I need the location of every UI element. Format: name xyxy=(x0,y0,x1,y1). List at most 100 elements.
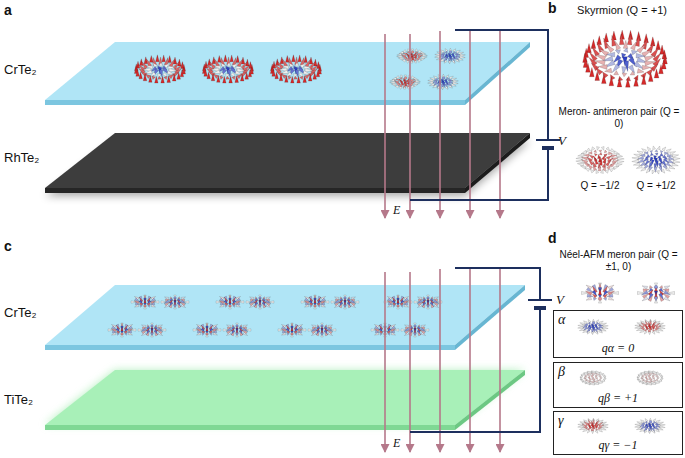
spin-cone xyxy=(169,302,173,307)
spin-cone xyxy=(220,304,224,307)
spin-cone xyxy=(645,421,647,423)
spin-cone xyxy=(651,380,655,382)
panel-letter: c xyxy=(4,238,12,255)
spin-cone xyxy=(240,74,244,81)
spin-cone xyxy=(658,328,663,331)
spin-cone xyxy=(584,154,589,157)
spin-cone xyxy=(636,165,642,168)
spin-cone xyxy=(603,327,608,329)
panel-letter: b xyxy=(548,0,557,17)
spin-cone xyxy=(375,332,379,335)
spin-cone xyxy=(591,329,593,334)
spin-cone xyxy=(633,163,640,166)
spin-cone xyxy=(611,155,617,158)
box-letter: γ xyxy=(558,413,564,428)
spin-cone xyxy=(595,158,598,165)
spin-cone xyxy=(442,77,445,80)
spin-cone xyxy=(388,304,392,307)
spin-cone xyxy=(653,146,656,150)
spin-cone xyxy=(597,147,600,151)
spin-cone xyxy=(455,53,460,55)
spin-cone xyxy=(161,76,165,83)
spin-cone xyxy=(627,34,632,45)
charge-label: Q = +1/2 xyxy=(630,180,682,192)
spin-cone xyxy=(136,69,140,76)
spin-cone xyxy=(174,304,176,309)
spin-cone xyxy=(587,44,592,53)
spin-cone xyxy=(655,153,658,156)
spin-cone xyxy=(164,76,167,79)
field-arrows xyxy=(385,269,500,452)
spin-cone xyxy=(650,153,653,156)
spin-cone xyxy=(602,155,605,160)
spin-cone xyxy=(155,331,158,336)
spin-cone xyxy=(648,428,650,433)
spin-cone xyxy=(298,55,302,62)
spin-cone xyxy=(606,44,614,52)
spin-cone xyxy=(649,431,651,434)
layer-label: CrTe₂ xyxy=(4,305,37,321)
spin-cone xyxy=(655,423,660,425)
spin-cone xyxy=(614,71,619,75)
spin-cone xyxy=(453,82,458,84)
spin-cone xyxy=(393,305,395,307)
spin-cone xyxy=(208,59,212,66)
texture-box: βqβ = +1 xyxy=(553,362,683,408)
spin-cone xyxy=(660,327,665,329)
spin-cone xyxy=(659,65,664,74)
spin-cone xyxy=(603,294,608,298)
spin-cone xyxy=(592,377,594,379)
spin-cone xyxy=(291,76,295,83)
spin-cone xyxy=(641,75,646,84)
spin-cone xyxy=(395,85,399,88)
field-label: E xyxy=(393,436,400,450)
spin-cone xyxy=(318,305,320,307)
spin-cone xyxy=(650,150,653,153)
spin-cone xyxy=(660,426,665,428)
spin-cone xyxy=(291,334,293,337)
field-label: E xyxy=(393,203,400,217)
spin-cone xyxy=(305,304,309,307)
spin-cone xyxy=(414,334,416,337)
spin-cone xyxy=(602,56,613,61)
spin-cone xyxy=(460,56,465,58)
spin-cone xyxy=(640,330,644,333)
spin-cone xyxy=(312,332,316,335)
voltage-label: V xyxy=(556,292,564,308)
spin-cone xyxy=(610,168,615,172)
spin-cone xyxy=(647,69,654,76)
spin-cone xyxy=(593,298,596,301)
spin-cone xyxy=(324,330,328,335)
spin-cone xyxy=(217,75,221,82)
spin-cone xyxy=(236,332,238,337)
spin-cone xyxy=(421,332,425,335)
spin-cone xyxy=(400,77,402,79)
spin-cone xyxy=(596,377,598,379)
spin-cone xyxy=(134,301,139,304)
spin-cone xyxy=(414,332,416,337)
spin-cone xyxy=(598,324,603,326)
spin-cone xyxy=(335,304,339,307)
spin-cone xyxy=(590,169,594,173)
spin-cone xyxy=(162,55,166,62)
spin-cone xyxy=(635,426,640,428)
spin-cone xyxy=(380,333,382,335)
spin-textures xyxy=(108,30,680,434)
spin-cone xyxy=(606,52,615,57)
spin-cone xyxy=(441,84,443,89)
spin-cone xyxy=(141,72,147,77)
spin-cone xyxy=(285,75,289,82)
spin-cone xyxy=(655,379,658,381)
spin-cone xyxy=(399,51,404,54)
spin-cone xyxy=(674,157,681,160)
spin-cone xyxy=(431,303,434,308)
spin-cone xyxy=(585,168,590,172)
spin-cone xyxy=(452,58,455,63)
spin-cone xyxy=(586,63,591,72)
spin-cone xyxy=(598,288,601,295)
spin-cone xyxy=(401,305,403,307)
spin-cone xyxy=(402,59,406,62)
charge-label: qα = 0 xyxy=(554,342,682,355)
spin-cone xyxy=(156,55,160,62)
spin-cone xyxy=(279,74,283,81)
